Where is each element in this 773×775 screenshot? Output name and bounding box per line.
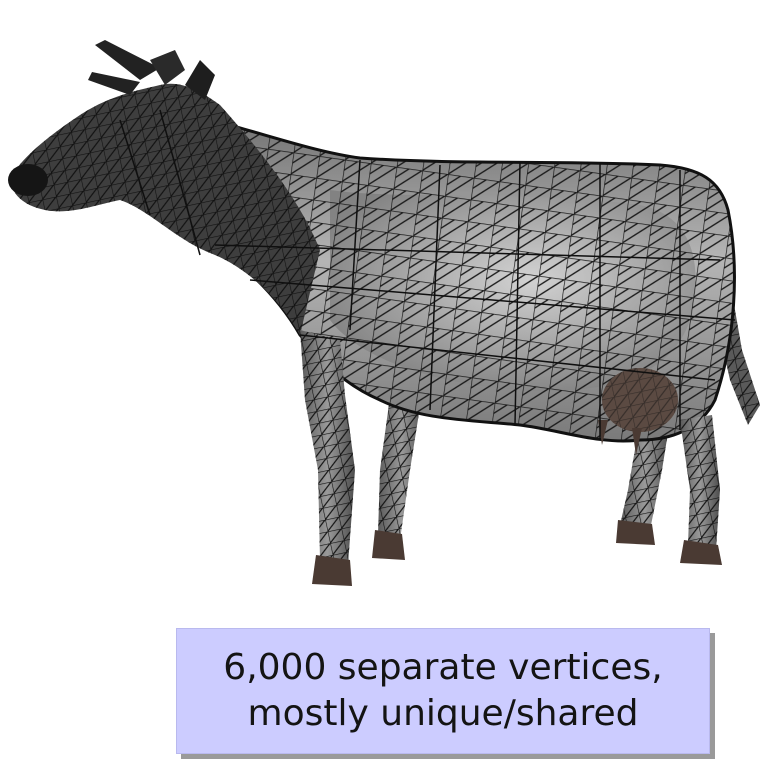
udder — [598, 368, 678, 455]
cow-head — [8, 40, 320, 336]
horn — [95, 40, 160, 80]
mesh-edges — [119, 109, 736, 440]
near-legs — [300, 330, 722, 586]
horn — [88, 72, 140, 95]
caption-box: 6,000 separate vertices, mostly unique/s… — [176, 628, 710, 754]
caption-line-1: 6,000 separate vertices, — [223, 647, 663, 688]
cow-body — [158, 108, 736, 443]
caption-line-2: mostly unique/shared — [247, 693, 639, 734]
cow-wireframe-illustration — [8, 40, 760, 586]
